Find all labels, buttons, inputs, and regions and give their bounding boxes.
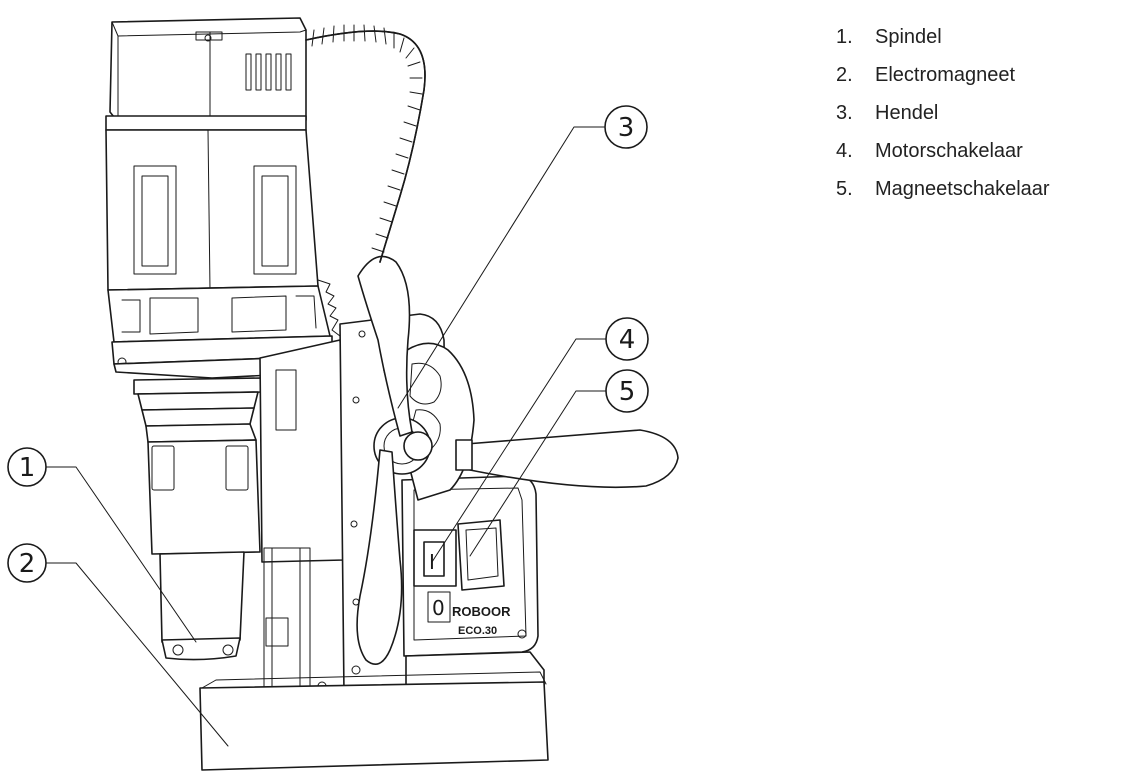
callout-3-number: 3: [618, 113, 635, 143]
callout-3: 3: [604, 105, 648, 149]
motor-housing: [105, 17, 333, 381]
legend-item: 2. Electromagneet: [836, 64, 1050, 102]
legend-item: 1. Spindel: [836, 26, 1050, 64]
column: [259, 279, 345, 689]
legend-label: Electromagneet: [875, 64, 1016, 86]
callout-2: 2: [7, 543, 47, 583]
callout-5-number: 5: [619, 377, 636, 407]
callout-1: 1: [7, 447, 47, 487]
parts-legend: 1. Spindel 2. Electromagneet 3. Hendel 4. Mo…: [836, 26, 1050, 216]
legend-number: 2.: [836, 64, 853, 86]
lever-handle: [356, 255, 433, 666]
legend-item: 4. Motorschakelaar: [836, 140, 1050, 178]
legend-label: Spindel: [875, 26, 942, 48]
vent-slots: [245, 53, 292, 91]
legend-label: Hendel: [875, 102, 939, 124]
leader-lines: [45, 126, 607, 747]
legend-number: 1.: [836, 26, 853, 48]
legend-number: 4.: [836, 140, 853, 162]
legend-item: 5. Magneetschakelaar: [836, 178, 1050, 216]
legend-label: Motorschakelaar: [875, 140, 1023, 162]
spindle: [133, 377, 263, 661]
callout-4: 4: [605, 317, 649, 361]
callout-1-number: 1: [19, 453, 36, 483]
callout-4-number: 4: [619, 325, 636, 355]
motor-switch-off-glyph: 0: [432, 596, 445, 620]
brand-label: ROBOOR: [452, 604, 511, 619]
legend-label: Magneetschakelaar: [875, 178, 1050, 200]
legend-item: 3. Hendel: [836, 102, 1050, 140]
cable: [305, 24, 426, 263]
legend-number: 5.: [836, 178, 853, 200]
handle-hub: [373, 342, 679, 501]
legend-number: 3.: [836, 102, 853, 124]
magnet-base: [199, 651, 549, 771]
callout-5: 5: [605, 369, 649, 413]
model-label: ECO.30: [458, 625, 497, 637]
callout-2-number: 2: [19, 549, 36, 579]
